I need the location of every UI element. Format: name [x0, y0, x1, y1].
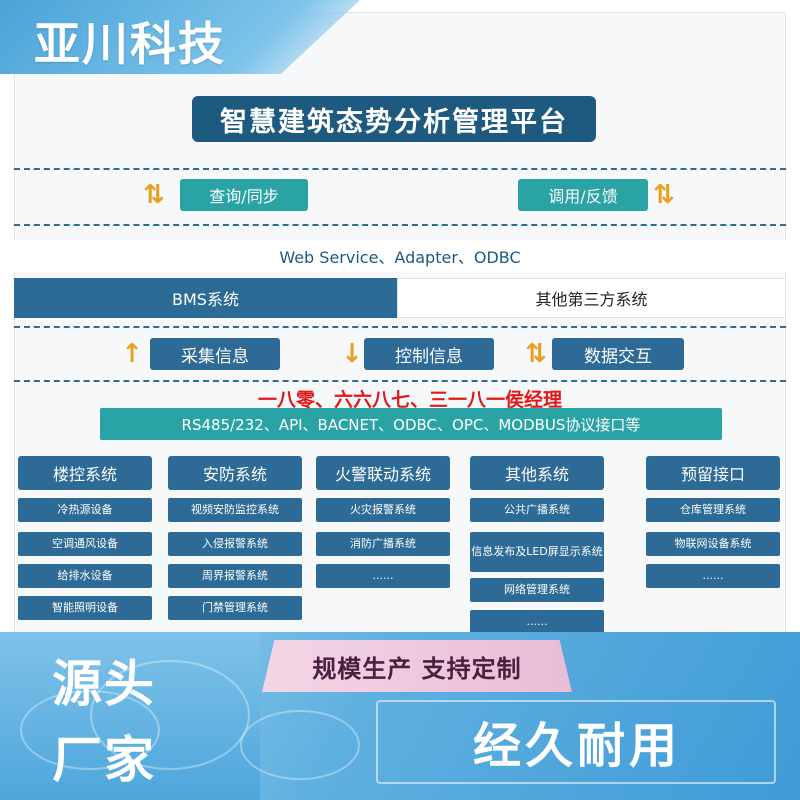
query-sync-label: 查询/同步	[180, 179, 308, 211]
column-header: 其他系统	[470, 456, 604, 490]
swirl-decoration	[240, 710, 360, 780]
company-name: 亚川科技	[34, 17, 226, 71]
column-header: 火警联动系统	[316, 456, 450, 490]
list-item: 视频安防监控系统	[168, 498, 302, 522]
control-info-label: 控制信息	[364, 338, 494, 370]
up-down-arrow-icon: ⇅	[143, 180, 165, 210]
list-item: 给排水设备	[18, 564, 152, 588]
promo-source-text: 源头	[52, 655, 156, 713]
third-party-system-bar: 其他第三方系统	[397, 278, 786, 318]
list-item: 门禁管理系统	[168, 596, 302, 620]
list-item: 火灾报警系统	[316, 498, 450, 522]
list-item: 周界报警系统	[168, 564, 302, 588]
dashed-divider	[14, 380, 786, 382]
list-item: 物联网设备系统	[646, 532, 780, 556]
down-arrow-icon: ↓	[341, 339, 363, 369]
promo-frame	[376, 700, 776, 784]
list-item: ......	[470, 610, 604, 634]
protocol-bar: RS485/232、API、BACNET、ODBC、OPC、MODBUS协议接口…	[100, 408, 722, 440]
list-item: 空调通风设备	[18, 532, 152, 556]
swirl-decoration	[90, 660, 250, 770]
list-item: 信息发布及LED屏显示系统	[470, 532, 604, 572]
list-item: 消防广播系统	[316, 532, 450, 556]
call-feedback-label: 调用/反馈	[518, 179, 648, 211]
list-item: ......	[646, 564, 780, 588]
column-header: 楼控系统	[18, 456, 152, 490]
dashed-divider	[14, 224, 786, 226]
column-header: 安防系统	[168, 456, 302, 490]
dashed-divider	[14, 168, 786, 170]
contact-overlay-text: 一八零、六六八七、三一八一侯经理	[257, 388, 562, 411]
list-item: 入侵报警系统	[168, 532, 302, 556]
list-item: 公共广播系统	[470, 498, 604, 522]
list-item: 仓库管理系统	[646, 498, 780, 522]
column-header: 预留接口	[646, 456, 780, 490]
up-down-arrow-icon: ⇅	[525, 339, 547, 369]
custom-production-banner: 规模生产 支持定制	[262, 640, 572, 692]
list-item: 智能照明设备	[18, 596, 152, 620]
interfaces-row: Web Service、Adapter、ODBC	[14, 240, 786, 272]
up-down-arrow-icon: ⇅	[653, 180, 675, 210]
collect-info-label: 采集信息	[150, 338, 280, 370]
bms-system-bar: BMS系统	[14, 278, 397, 318]
list-item: 网络管理系统	[470, 578, 604, 602]
list-item: ......	[316, 564, 450, 588]
up-arrow-icon: ↑	[121, 339, 143, 369]
data-exchange-label: 数据交互	[552, 338, 684, 370]
list-item: 冷热源设备	[18, 498, 152, 522]
dashed-divider	[14, 326, 786, 328]
platform-title: 智慧建筑态势分析管理平台	[192, 96, 596, 142]
promo-factory-text: 厂家	[52, 731, 156, 789]
promo-durable-text: 经久耐用	[472, 718, 681, 774]
